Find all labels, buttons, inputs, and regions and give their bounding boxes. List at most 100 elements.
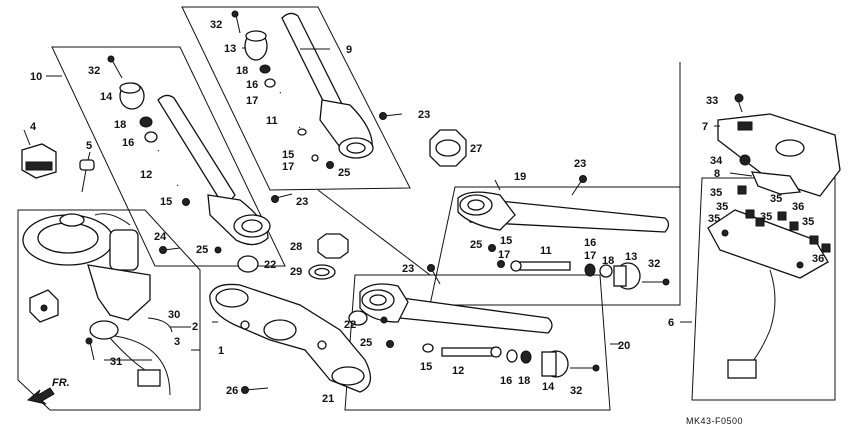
callout-18-left: 18 (114, 119, 126, 131)
nut-27[interactable] (429, 129, 467, 167)
callout-31: 31 (110, 356, 122, 368)
callout-6: 6 (668, 317, 674, 329)
callout-33: 33 (706, 95, 718, 107)
weight-13-right[interactable] (613, 262, 641, 290)
handlebar-10[interactable] (157, 94, 271, 246)
bolt-25-top[interactable] (311, 154, 334, 169)
callout-11-right: 11 (540, 245, 552, 257)
bolt-24[interactable] (159, 246, 181, 254)
meter-cover-7[interactable] (717, 113, 841, 197)
callout-26: 26 (226, 385, 238, 397)
screw-31[interactable] (85, 337, 95, 361)
callout-7: 7 (702, 121, 708, 133)
collar-16-17-18-right[interactable] (584, 263, 613, 278)
bolt-23-mid[interactable] (271, 193, 293, 203)
callout-22-bottom: 22 (344, 319, 356, 331)
callout-10: 10 (30, 71, 42, 83)
callout-5: 5 (86, 140, 92, 152)
callout-17-right2: 17 (584, 250, 596, 262)
collar-16-18-bottom[interactable] (506, 349, 532, 364)
callout-18-bottom: 18 (518, 375, 530, 387)
bolt-26[interactable] (241, 386, 269, 394)
bolt-15-bottom[interactable] (422, 343, 434, 353)
callout-14-bottom: 14 (542, 381, 555, 393)
callout-20: 20 (618, 340, 630, 352)
handlebar-20[interactable] (359, 283, 553, 334)
callout-1: 1 (218, 345, 224, 357)
cap-22-bottom[interactable] (348, 310, 368, 326)
callout-35-b: 35 (770, 193, 782, 205)
key-5[interactable] (79, 159, 95, 193)
callout-17-top2: 17 (282, 161, 294, 173)
weight-13-top[interactable] (244, 30, 268, 61)
callout-4: 4 (30, 121, 37, 133)
bolt-15-25-left[interactable] (182, 198, 222, 254)
callout-22-left: 22 (264, 259, 276, 271)
callout-19: 19 (514, 171, 526, 183)
callout-3: 3 (174, 336, 180, 348)
callout-12-left: 12 (140, 169, 152, 181)
rod-11-right[interactable] (510, 260, 571, 272)
callout-35-a: 35 (710, 187, 722, 199)
callout-24: 24 (154, 231, 167, 243)
callout-15-left: 15 (160, 196, 172, 208)
screw-33[interactable] (734, 93, 744, 113)
switch-bracket[interactable] (29, 289, 59, 323)
top-bridge-21[interactable] (209, 283, 372, 393)
collar-18-16-top[interactable] (259, 64, 276, 88)
rod-11-top[interactable] (279, 91, 307, 136)
bushing-34[interactable] (739, 154, 751, 166)
callout-32-left: 32 (88, 65, 100, 77)
callout-25-right: 25 (470, 239, 482, 251)
bolt-25-15-right[interactable] (488, 244, 505, 268)
collar-18-16-left[interactable] (139, 116, 158, 143)
callout-11-top: 11 (266, 115, 278, 127)
callout-14-left: 14 (100, 91, 113, 103)
screw-32-top[interactable] (231, 10, 241, 34)
group-box-10 (51, 46, 286, 267)
callout-32-right: 32 (648, 258, 660, 270)
bolt-23-low[interactable] (427, 264, 441, 285)
callout-9: 9 (346, 44, 352, 56)
callout-12-bottom: 12 (452, 365, 464, 377)
callout-18-right: 18 (602, 255, 614, 267)
callout-32-bottom: 32 (570, 385, 582, 397)
callout-36-b: 36 (812, 253, 824, 265)
nut-28[interactable] (317, 233, 349, 259)
callout-32-top: 32 (210, 19, 222, 31)
callout-15-top: 15 (282, 149, 294, 161)
screw-32-bottom[interactable] (570, 364, 600, 372)
handlebar-9[interactable] (281, 12, 374, 159)
screw-32-right[interactable] (642, 278, 670, 286)
front-label: FR. (52, 377, 70, 389)
weight-14-bottom[interactable] (541, 350, 569, 378)
clip-4[interactable] (21, 143, 57, 179)
bulb-sockets-35-36[interactable] (737, 185, 831, 253)
callout-30: 30 (168, 309, 180, 321)
ignition-cover[interactable] (22, 213, 114, 266)
callout-28: 28 (290, 241, 302, 253)
weight-14-left[interactable] (119, 82, 145, 110)
ignition-switch[interactable] (87, 213, 151, 321)
meter-base-6[interactable] (707, 209, 829, 379)
callout-13-top: 13 (224, 43, 236, 55)
callout-25-left: 25 (196, 244, 208, 256)
callout-21: 21 (322, 393, 334, 405)
gasket-8[interactable] (750, 171, 802, 195)
bolt-25-bottom[interactable] (386, 340, 394, 348)
callout-18-top: 18 (236, 65, 248, 77)
cap-22-left[interactable] (237, 255, 259, 273)
callout-27: 27 (470, 143, 482, 155)
screw-32-left[interactable] (107, 55, 123, 79)
callout-29: 29 (290, 266, 302, 278)
rod-12-left[interactable] (157, 149, 179, 187)
bolt-23-right[interactable] (571, 175, 587, 196)
washer-29[interactable] (308, 264, 336, 280)
bolt-23-top[interactable] (379, 112, 403, 120)
callout-16-bottom: 16 (500, 375, 512, 387)
switch-connector[interactable] (89, 317, 173, 396)
handlebar-19[interactable] (457, 191, 670, 233)
callout-17-top: 17 (246, 95, 258, 107)
callout-23-top: 23 (418, 109, 430, 121)
rod-12-bottom[interactable] (441, 346, 502, 358)
